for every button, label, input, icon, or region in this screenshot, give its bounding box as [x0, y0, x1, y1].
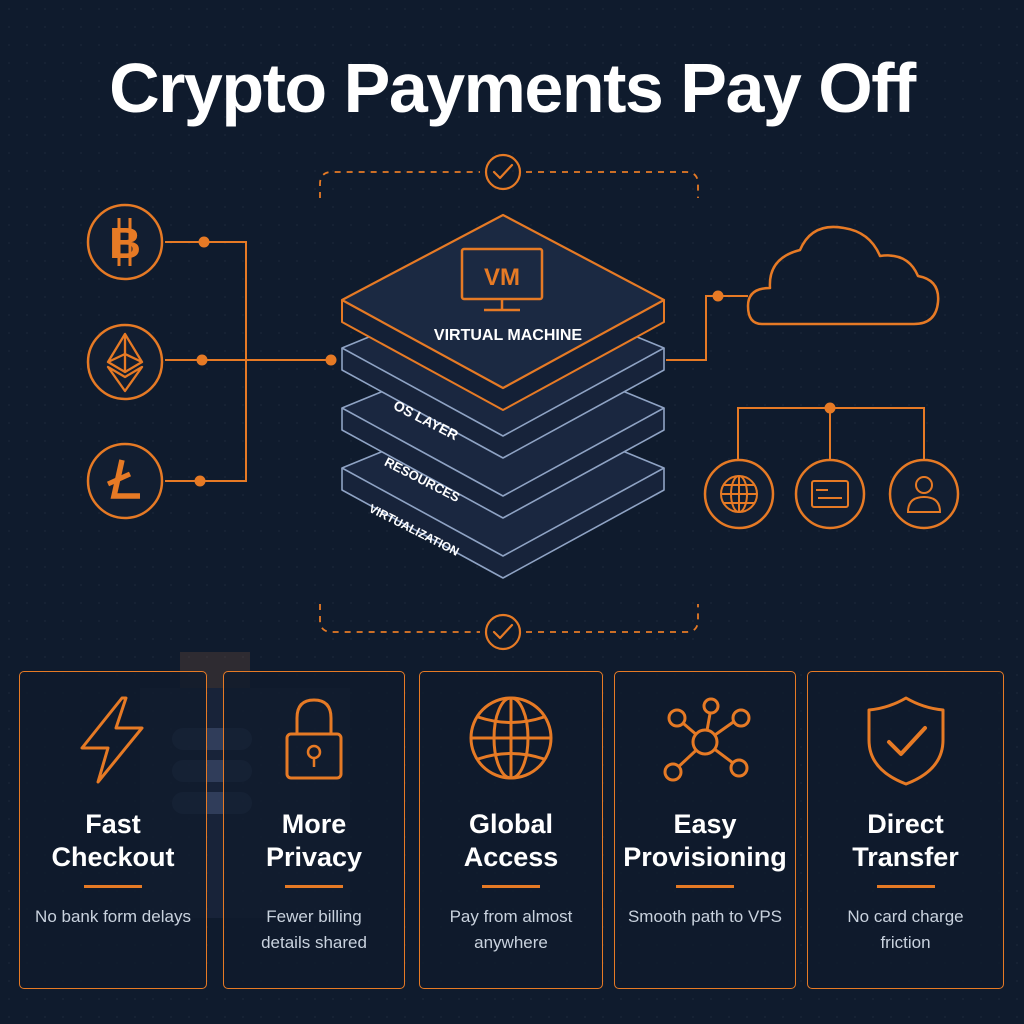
- connector-dots: [194, 236, 836, 487]
- feature-card-easy-provisioning: Easy Provisioning Smooth path to VPS: [614, 671, 796, 989]
- connector-dot: [712, 290, 724, 302]
- lock-icon: [285, 698, 343, 780]
- endpoint-tree: [737, 407, 925, 460]
- connector-dot: [196, 354, 208, 366]
- svg-text:B: B: [109, 219, 141, 268]
- vm-badge: VM: [484, 264, 520, 291]
- shield-check-icon: [867, 696, 944, 786]
- bitcoin-icon: B: [86, 203, 164, 281]
- feature-card-direct-transfer: Direct Transfer No card charge friction: [807, 671, 1004, 989]
- network-icon: [663, 697, 751, 782]
- feature-card-more-privacy: More Privacy Fewer billing details share…: [223, 671, 405, 989]
- vm-diagram: B: [86, 153, 960, 651]
- card-title: Easy Provisioning: [623, 809, 787, 872]
- card-description: Smooth path to VPS: [627, 907, 783, 926]
- card-title: More Privacy: [265, 809, 363, 872]
- page-title: Crypto Payments Pay Off: [109, 49, 916, 127]
- globe-icon: [703, 458, 775, 530]
- ethereum-icon: [86, 323, 164, 401]
- dashed-frame: [319, 171, 699, 633]
- monitor-icon: [460, 247, 544, 312]
- check-circle-icon: [484, 613, 522, 651]
- card-divider: [84, 885, 142, 888]
- card-divider: [876, 885, 935, 888]
- connector-dot: [325, 354, 337, 366]
- card-description: No bank form delays: [35, 907, 191, 926]
- connector-dot: [194, 475, 206, 487]
- card-description: No card charge friction: [847, 907, 964, 952]
- card-description: Fewer billing details shared: [261, 907, 367, 952]
- feature-card-global-access: Global Access Pay from almost anywhere: [419, 671, 603, 989]
- globe-icon: [469, 696, 553, 780]
- cloud-icon: [746, 225, 940, 326]
- vm-label: VIRTUAL MACHINE: [434, 327, 582, 344]
- card-description: Pay from almost anywhere: [449, 907, 573, 952]
- user-icon: [888, 458, 960, 530]
- card-title: Global Access: [463, 809, 559, 872]
- card-icon: [794, 458, 866, 530]
- connector-dot: [198, 236, 210, 248]
- check-circle-icon: [484, 153, 522, 191]
- card-divider: [676, 885, 734, 888]
- litecoin-icon: [86, 442, 164, 520]
- card-title: Direct Transfer: [852, 809, 959, 872]
- lightning-icon: [80, 696, 144, 784]
- card-title: Fast Checkout: [51, 809, 175, 872]
- card-divider: [285, 885, 343, 888]
- card-divider: [482, 885, 540, 888]
- connector-line: [666, 295, 748, 361]
- feature-card-fast-checkout: Fast Checkout No bank form delays: [19, 671, 207, 989]
